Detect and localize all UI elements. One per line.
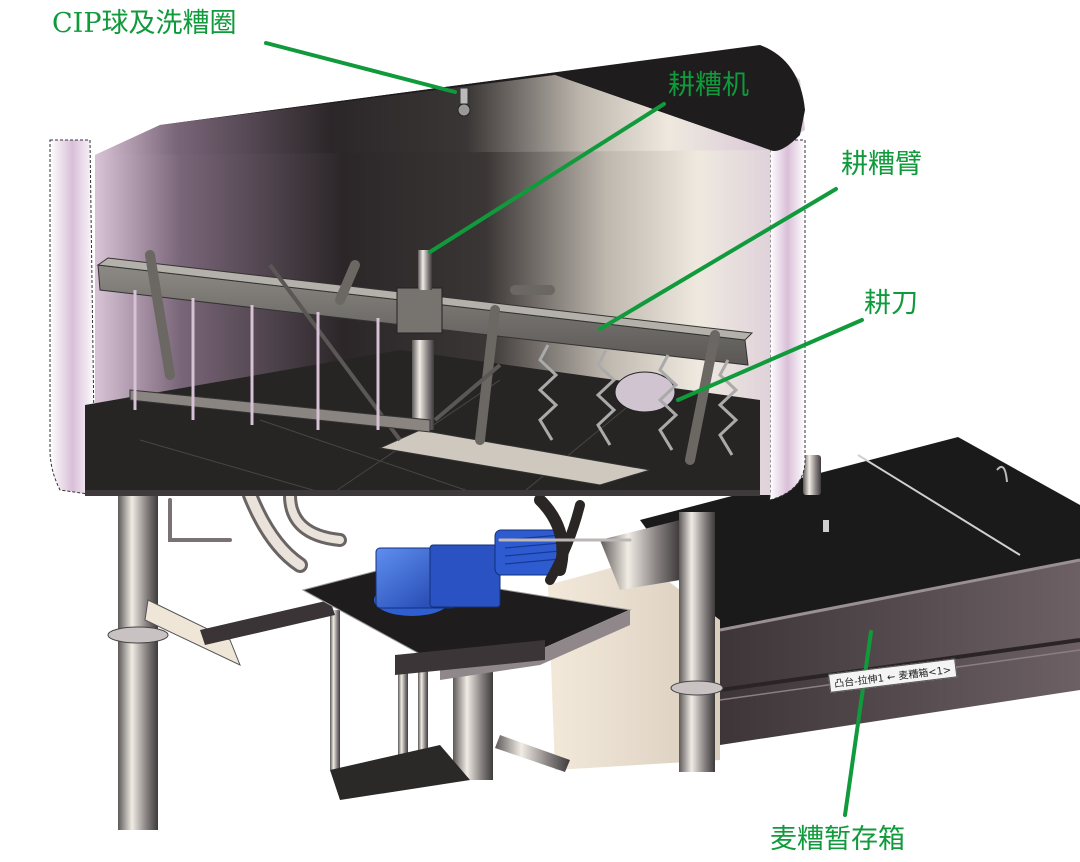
rake-arm — [96, 250, 754, 486]
pipes — [168, 487, 632, 585]
label-rake-knife: 耕刀 — [864, 288, 918, 319]
spent-grain-tank — [640, 437, 1080, 745]
label-rake-machine: 耕糟机 — [668, 70, 749, 101]
label-cip-ball: CIP球及洗糟圈 — [52, 8, 237, 39]
label-rake-arm: 耕糟臂 — [841, 149, 922, 180]
leader-lines — [264, 41, 873, 817]
support-columns — [107, 495, 724, 830]
cip-ball — [457, 87, 471, 117]
label-spent-grain-tank: 麦糟暂存箱 — [770, 824, 905, 855]
rake-knives-zigzag — [537, 344, 739, 456]
rake-knives — [133, 290, 380, 430]
